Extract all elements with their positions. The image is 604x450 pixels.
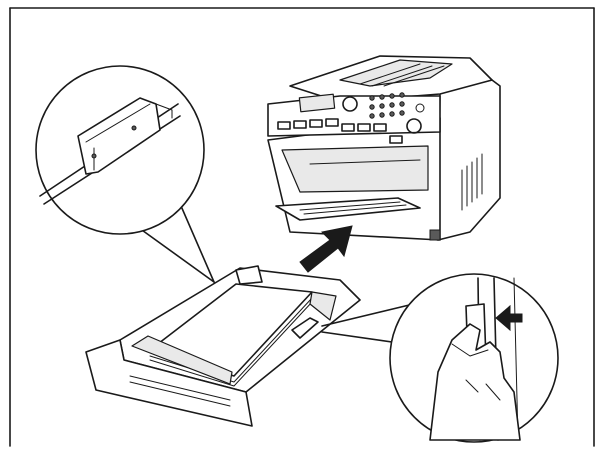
detail-circle-right (321, 273, 559, 443)
side-vents (461, 153, 483, 211)
function-keys (277, 118, 403, 144)
arrow-insert-tray (299, 225, 353, 273)
paper-tray (85, 265, 361, 427)
detail-circle-left (35, 65, 215, 283)
figure-frame (9, 7, 595, 447)
arrow-slide-guide (495, 304, 523, 332)
keypad-buttons (369, 92, 405, 119)
fax-machine (267, 55, 501, 241)
